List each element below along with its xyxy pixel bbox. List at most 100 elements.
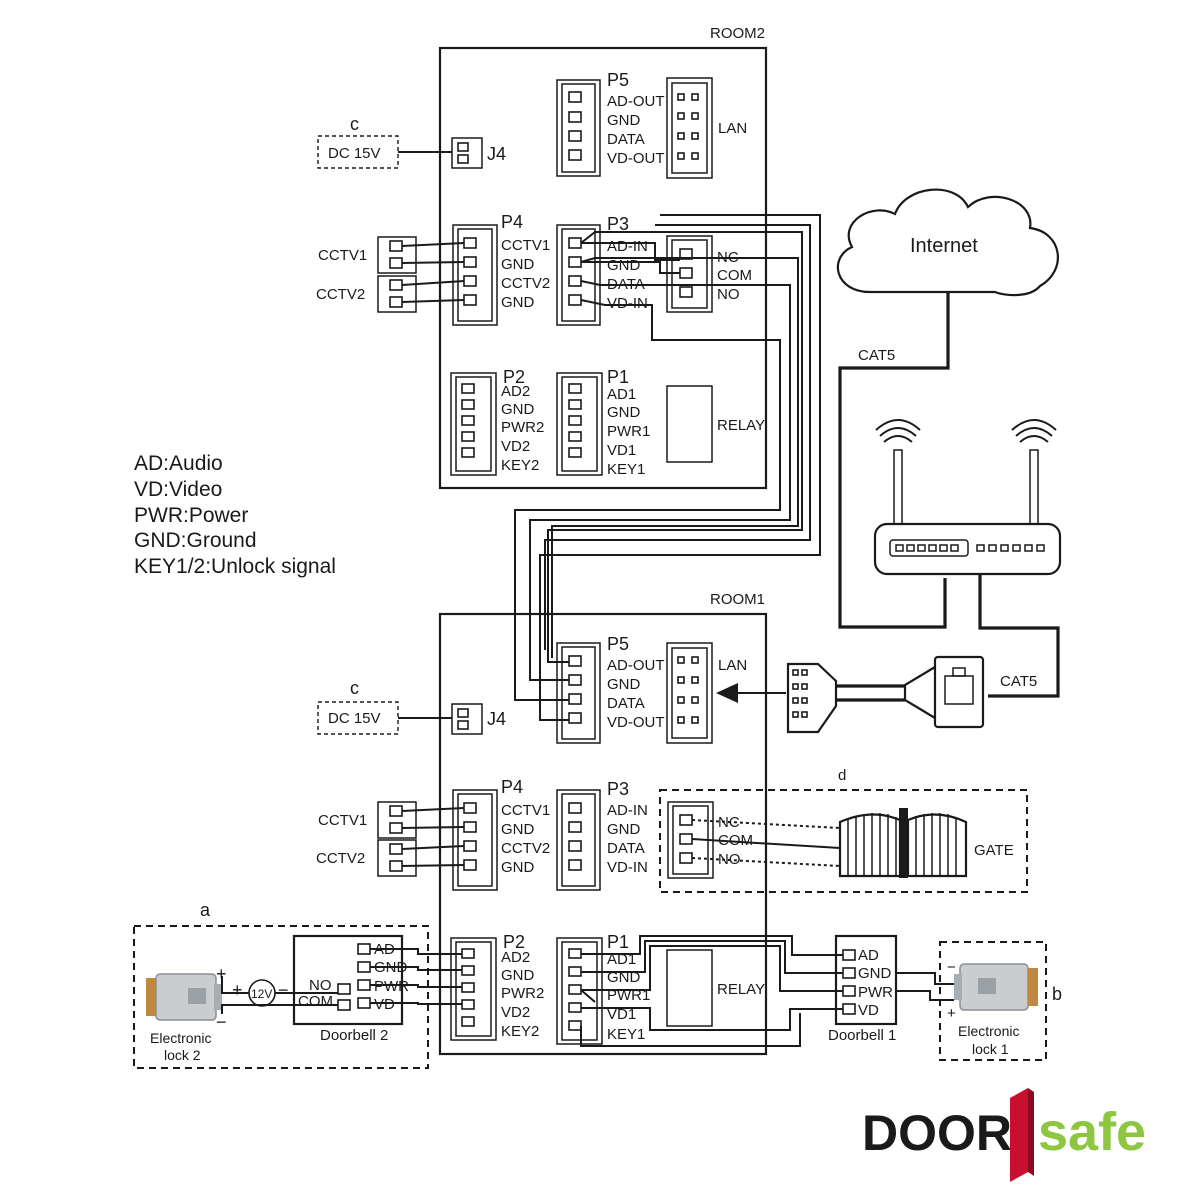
room1-p3-title: P3 bbox=[607, 779, 629, 799]
room2-p4-title: P4 bbox=[501, 212, 523, 232]
doorbell2-section: a AD GND PWR VD NO COM Doorbell 2 bbox=[133, 900, 462, 1069]
room1-cctv1-label: CCTV1 bbox=[318, 812, 367, 829]
lock2-label-line1: Electronic bbox=[150, 1030, 211, 1046]
room1-relay-label: RELAY bbox=[717, 981, 765, 998]
doorbell2-pin-vd: VD bbox=[374, 996, 395, 1013]
room1-p1-title: P1 bbox=[607, 932, 629, 952]
doorbell2-pin-pwr: PWR bbox=[374, 978, 409, 995]
room2-p2-pin-5: KEY2 bbox=[501, 457, 539, 474]
room2-p5-pin-1: AD-OUT bbox=[607, 93, 665, 110]
room2-p2-pin-2: GND bbox=[501, 401, 535, 418]
battery-12v-icon: 12V bbox=[248, 979, 276, 1007]
room2-p1-pin-2: GND bbox=[607, 404, 641, 421]
internet-cloud: Internet bbox=[836, 188, 1059, 297]
doorbell2-relay-com: COM bbox=[298, 993, 333, 1010]
room1-relay-block bbox=[666, 949, 713, 1027]
room1-p4-connector: P4 CCTV1 GND CCTV2 GND bbox=[452, 777, 550, 891]
room2-p3-pin-4: VD-IN bbox=[607, 295, 648, 312]
room1-j4-label: J4 bbox=[487, 709, 506, 729]
lock2-label-line2: lock 2 bbox=[164, 1047, 201, 1063]
doorbell1-pin-vd: VD bbox=[858, 1002, 879, 1019]
room2-relay-label: RELAY bbox=[717, 417, 765, 434]
room1-p5-pin-2: GND bbox=[607, 676, 641, 693]
internet-cat5-cable bbox=[838, 292, 950, 629]
room1-p4-pin-1: CCTV1 bbox=[501, 802, 550, 819]
legend-line-4: GND:Ground bbox=[134, 529, 257, 552]
doorbell1: AD GND PWR VD Doorbell 1 bbox=[828, 934, 898, 1044]
room1-p4-pin-4: GND bbox=[501, 859, 535, 876]
room1-cctv-cameras: CCTV1 CCTV2 bbox=[316, 801, 465, 877]
room2-p1-connector: P1 AD1 GND PWR1 VD1 KEY1 bbox=[556, 367, 650, 478]
internet-label: Internet bbox=[910, 235, 978, 257]
router-cat5-cable bbox=[978, 574, 1060, 698]
room2-p3-connector: P3 AD-IN GND DATA VD-IN bbox=[556, 214, 648, 326]
room1-unit: ROOM1 P5 AD-OUT GND DATA VD-OUT LAN bbox=[398, 591, 768, 1056]
doorbell1-pin-gnd: GND bbox=[858, 965, 892, 982]
room2-cctv2-label: CCTV2 bbox=[316, 286, 365, 303]
electronic-lock-1-icon bbox=[954, 963, 1038, 1011]
room2-cctv-cameras: CCTV1 CCTV2 bbox=[316, 236, 465, 313]
room2-p2-pin-3: PWR2 bbox=[501, 419, 544, 436]
battery-minus-sign: − bbox=[278, 980, 289, 1000]
room2-power-label: DC 15V bbox=[328, 145, 381, 162]
room2-p5-connector: P5 AD-OUT GND DATA VD-OUT bbox=[556, 70, 665, 177]
room2-p4-pin-2: GND bbox=[501, 256, 535, 273]
arrow-left-icon bbox=[716, 683, 786, 703]
room2-p2-title: P2 bbox=[503, 367, 525, 387]
legend-line-2: VD:Video bbox=[134, 478, 222, 501]
room2-p2-pin-1: AD2 bbox=[501, 383, 530, 400]
room2-unit: ROOM2 P5 AD-OUT GND DATA VD-OUT LAN bbox=[398, 25, 768, 490]
brand-word-safe: safe bbox=[1038, 1102, 1146, 1162]
room1-lan-jack: LAN bbox=[666, 642, 747, 744]
room2-lan-label: LAN bbox=[718, 120, 747, 137]
room1-j4-connector: J4 bbox=[451, 703, 506, 735]
battery-plus-sign: + bbox=[232, 980, 243, 1000]
room1-p2-pin-2: GND bbox=[501, 967, 535, 984]
legend-line-5: KEY1/2:Unlock signal bbox=[134, 555, 336, 578]
room2-p1-title: P1 bbox=[607, 367, 629, 387]
lock2-minus-sign: − bbox=[216, 1012, 227, 1032]
room2-power-marker: c bbox=[350, 114, 359, 134]
room2-p1-pin-1: AD1 bbox=[607, 386, 636, 403]
lock1-plus-sign: + bbox=[947, 1005, 956, 1022]
lock1-label-line1: Electronic bbox=[958, 1023, 1019, 1039]
legend-line-1: AD:Audio bbox=[134, 452, 223, 475]
rj45-plug-icon bbox=[786, 655, 985, 734]
room2-power-supply: c DC 15V bbox=[317, 114, 399, 169]
legend: AD:Audio VD:Video PWR:Power GND:Ground K… bbox=[134, 452, 336, 578]
room1-p5-pin-1: AD-OUT bbox=[607, 657, 665, 674]
room2-p1-pin-5: KEY1 bbox=[607, 461, 645, 478]
room1-p1-pin-5: KEY1 bbox=[607, 1026, 645, 1043]
room2-p5-title: P5 bbox=[607, 70, 629, 90]
room2-p4-connector: P4 CCTV1 GND CCTV2 GND bbox=[452, 212, 550, 326]
room1-power-marker: c bbox=[350, 678, 359, 698]
room1-p5-title: P5 bbox=[607, 634, 629, 654]
room1-p3-pin-2: GND bbox=[607, 821, 641, 838]
doorbell1-label: Doorbell 1 bbox=[828, 1027, 896, 1044]
room2-lan-jack: LAN bbox=[666, 77, 747, 179]
room2-p3-pin-1: AD-IN bbox=[607, 238, 648, 255]
room2-p2-pin-4: VD2 bbox=[501, 438, 530, 455]
doorsafe-logo: DOOR safe bbox=[862, 1088, 1146, 1182]
wifi-signal-right-icon bbox=[1011, 419, 1057, 443]
room2-p4-pin-4: GND bbox=[501, 294, 535, 311]
lock1-label-line2: lock 1 bbox=[972, 1041, 1009, 1057]
doorbell1-pin-pwr: PWR bbox=[858, 984, 893, 1001]
room1-p1-pin-1: AD1 bbox=[607, 951, 636, 968]
room2-p4-pin-3: CCTV2 bbox=[501, 275, 550, 292]
room2-p3-pin-2: GND bbox=[607, 257, 641, 274]
cat5-label-bottom: CAT5 bbox=[1000, 673, 1037, 690]
p1-doorbell1-wiring bbox=[580, 935, 843, 1047]
room2-relay-block bbox=[666, 385, 713, 463]
legend-line-3: PWR:Power bbox=[134, 504, 248, 527]
room2-p1-pin-3: PWR1 bbox=[607, 423, 650, 440]
room2-relay-com: COM bbox=[717, 267, 752, 284]
room1-p1-pin-2: GND bbox=[607, 969, 641, 986]
brand-word-door: DOOR bbox=[862, 1105, 1012, 1161]
room2-p2-connector: P2 AD2 GND PWR2 VD2 KEY2 bbox=[450, 367, 544, 476]
room1-p3-pin-3: DATA bbox=[607, 840, 645, 857]
room1-p3-pin-4: VD-IN bbox=[607, 859, 648, 876]
room1-p2-pin-4: VD2 bbox=[501, 1004, 530, 1021]
